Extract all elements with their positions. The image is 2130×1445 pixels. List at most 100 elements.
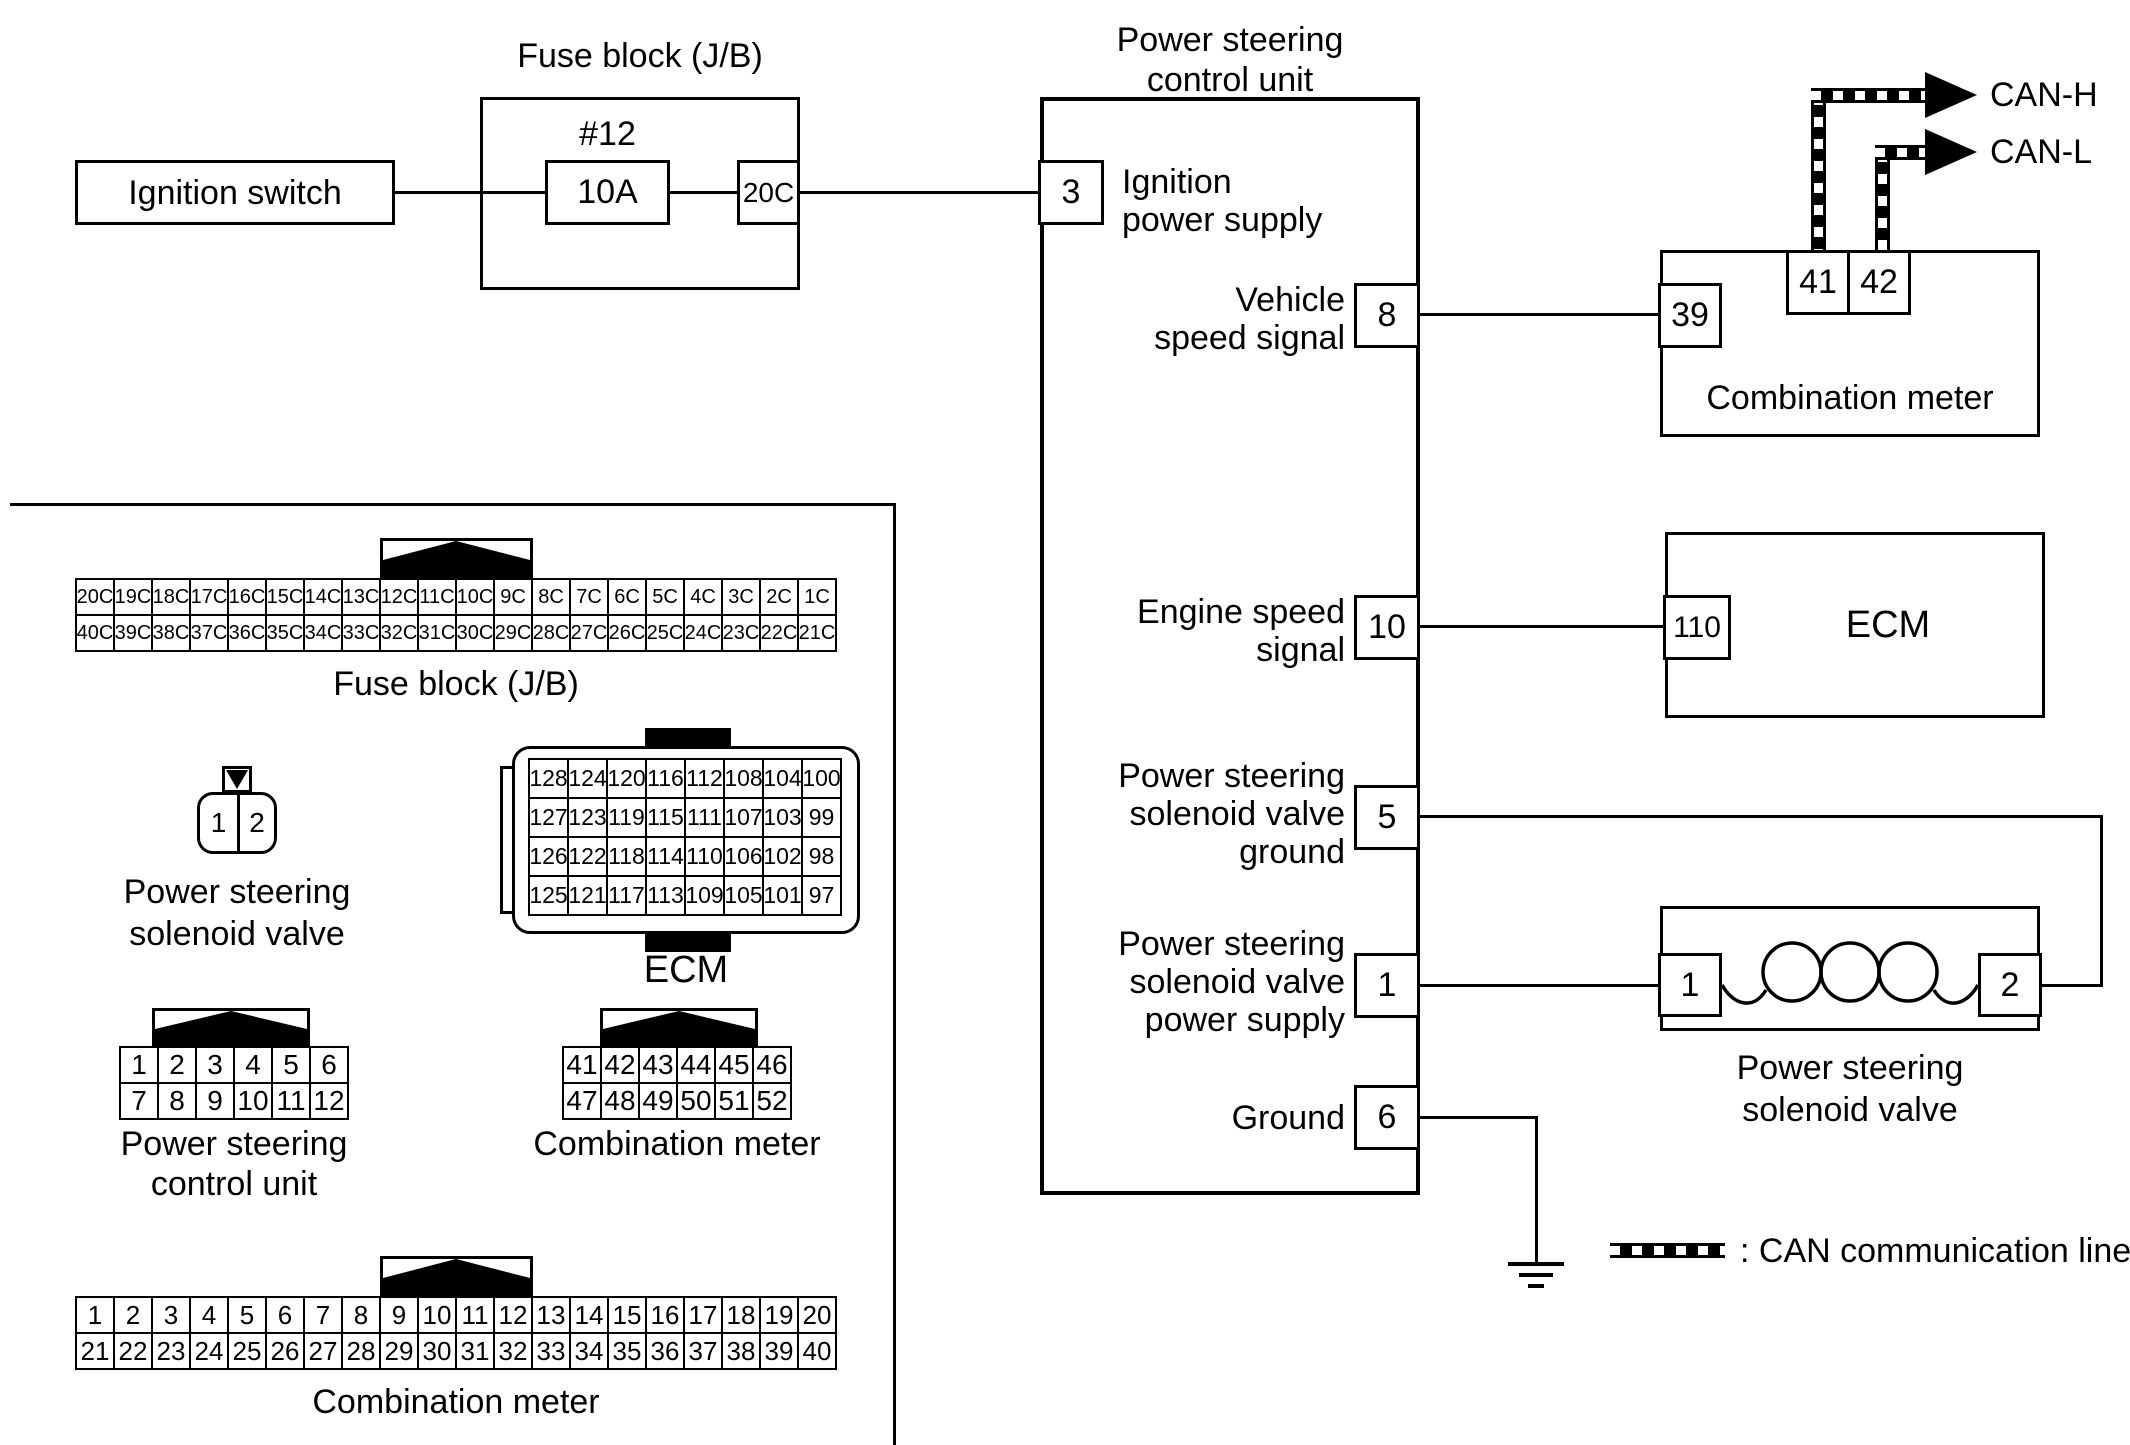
pin-cell: 24C [683, 614, 723, 652]
pin5-label-line3: ground [1239, 833, 1345, 871]
pin-cell: 117 [606, 875, 647, 916]
solenoid-connector-body: 1 2 [197, 792, 277, 854]
solenoid-connector-pin-2: 2 [237, 795, 274, 851]
can-l-arrow-icon [1925, 129, 1977, 175]
pin-cell: 102 [762, 836, 803, 877]
pin-cell: 44 [676, 1046, 716, 1084]
pin-cell: 48 [600, 1082, 640, 1120]
wire-pin10-to-pin110 [1420, 625, 1665, 628]
can-h-line-horizontal [1811, 88, 1925, 103]
solenoid-valve-label-line1: Power steering [1736, 1049, 1964, 1087]
pin-cell: 107 [723, 797, 764, 838]
pin-cell: 110 [684, 836, 725, 877]
pin-cell: 10C [455, 578, 495, 616]
solenoid-pinout-label-line2: solenoid valve [129, 915, 345, 953]
pin-cell: 1 [75, 1296, 115, 1334]
pin-cell: 38 [721, 1332, 761, 1370]
pin-cell: 16 [645, 1296, 685, 1334]
pin-cell: 32 [493, 1332, 533, 1370]
pin-cell: 14 [569, 1296, 609, 1334]
pin-cell: 115 [645, 797, 686, 838]
solenoid-pinout-label-line1: Power steering [123, 873, 351, 911]
pin3-label-line2: power supply [1122, 201, 1323, 239]
pin-cell: 36C [227, 614, 267, 652]
combination-meter-label: Combination meter [1706, 379, 1994, 417]
pin-cell: 26C [607, 614, 647, 652]
pin-cell: 36 [645, 1332, 685, 1370]
pin-cell: 43 [638, 1046, 678, 1084]
solenoid-coil-icon [1722, 941, 1978, 1005]
pin-cell: 15 [607, 1296, 647, 1334]
pin-cell: 11 [455, 1296, 495, 1334]
solenoid-connector-pin-1: 1 [210, 807, 227, 838]
pin-cell: 35C [265, 614, 305, 652]
pin-cell: 22 [113, 1332, 153, 1370]
pscu-pinout-label-line1: Power steering [120, 1125, 348, 1163]
can-legend-text: : CAN communication line [1740, 1232, 2130, 1270]
pin-cell: 47 [562, 1082, 602, 1120]
pin-cell: 7C [569, 578, 609, 616]
pin-cell: 116 [645, 758, 686, 799]
pin-cell: 19C [113, 578, 153, 616]
ground-symbol-icon [1508, 1262, 1564, 1288]
pin-cell: 4 [189, 1296, 229, 1334]
pin-cell: 104 [762, 758, 803, 799]
pin-cell: 3 [195, 1046, 235, 1084]
pin-cell: 38C [151, 614, 191, 652]
meter-pin-42: 42 [1847, 250, 1911, 315]
pin-cell: 25C [645, 614, 685, 652]
pin6-label: Ground [1231, 1099, 1345, 1137]
can-legend-line-sample [1610, 1243, 1725, 1258]
pin-cell: 23 [151, 1332, 191, 1370]
pin-cell: 46 [752, 1046, 792, 1084]
pin-cell: 52 [752, 1082, 792, 1120]
pin-cell: 10 [417, 1296, 457, 1334]
pin-cell: 12 [493, 1296, 533, 1334]
pin10-label-line1: Engine speed [1137, 593, 1345, 631]
pin-cell: 39C [113, 614, 153, 652]
pin5-label-line2: solenoid valve [1129, 795, 1345, 833]
pin-cell: 9C [493, 578, 533, 616]
meter-large-connector-tab-icon [380, 1256, 533, 1297]
pscu-pin-1: 1 [1354, 953, 1420, 1018]
pin-cell: 21 [75, 1332, 115, 1370]
pin-cell: 119 [606, 797, 647, 838]
pin-cell: 12C [379, 578, 419, 616]
fuse-10a-box: 10A [545, 160, 670, 225]
pin-cell: 8 [341, 1296, 381, 1334]
pin-cell: 20 [797, 1296, 837, 1334]
pin-cell: 121 [567, 875, 608, 916]
pscu-pin-6: 6 [1354, 1085, 1420, 1150]
pin-cell: 123 [567, 797, 608, 838]
meter-pin-41: 41 [1786, 250, 1850, 315]
pscu-title-line2: control unit [1146, 61, 1314, 99]
wire-fuse-to-terminal [670, 191, 737, 194]
pin5-label-line1: Power steering [1118, 757, 1345, 795]
pin-cell: 22C [759, 614, 799, 652]
pin-cell: 25 [227, 1332, 267, 1370]
pin-cell: 24 [189, 1332, 229, 1370]
pin-cell: 41 [562, 1046, 602, 1084]
fuse-block-title: Fuse block (J/B) [517, 37, 763, 75]
can-h-line-vertical [1811, 95, 1826, 250]
can-h-arrow-icon [1925, 72, 1977, 118]
pin-cell: 127 [528, 797, 569, 838]
pin-cell: 50 [676, 1082, 716, 1120]
fuse-terminal-20c: 20C [737, 160, 800, 225]
meter-large-pinout-label: Combination meter [312, 1383, 600, 1421]
pin-cell: 35 [607, 1332, 647, 1370]
pin3-label-line1: Ignition [1122, 163, 1232, 201]
pin-cell: 27 [303, 1332, 343, 1370]
pin-cell: 49 [638, 1082, 678, 1120]
pin-cell: 13 [531, 1296, 571, 1334]
pin-cell: 7 [119, 1082, 159, 1120]
pscu-connector-tab-icon [152, 1008, 310, 1047]
meter-pin-39: 39 [1658, 283, 1722, 348]
